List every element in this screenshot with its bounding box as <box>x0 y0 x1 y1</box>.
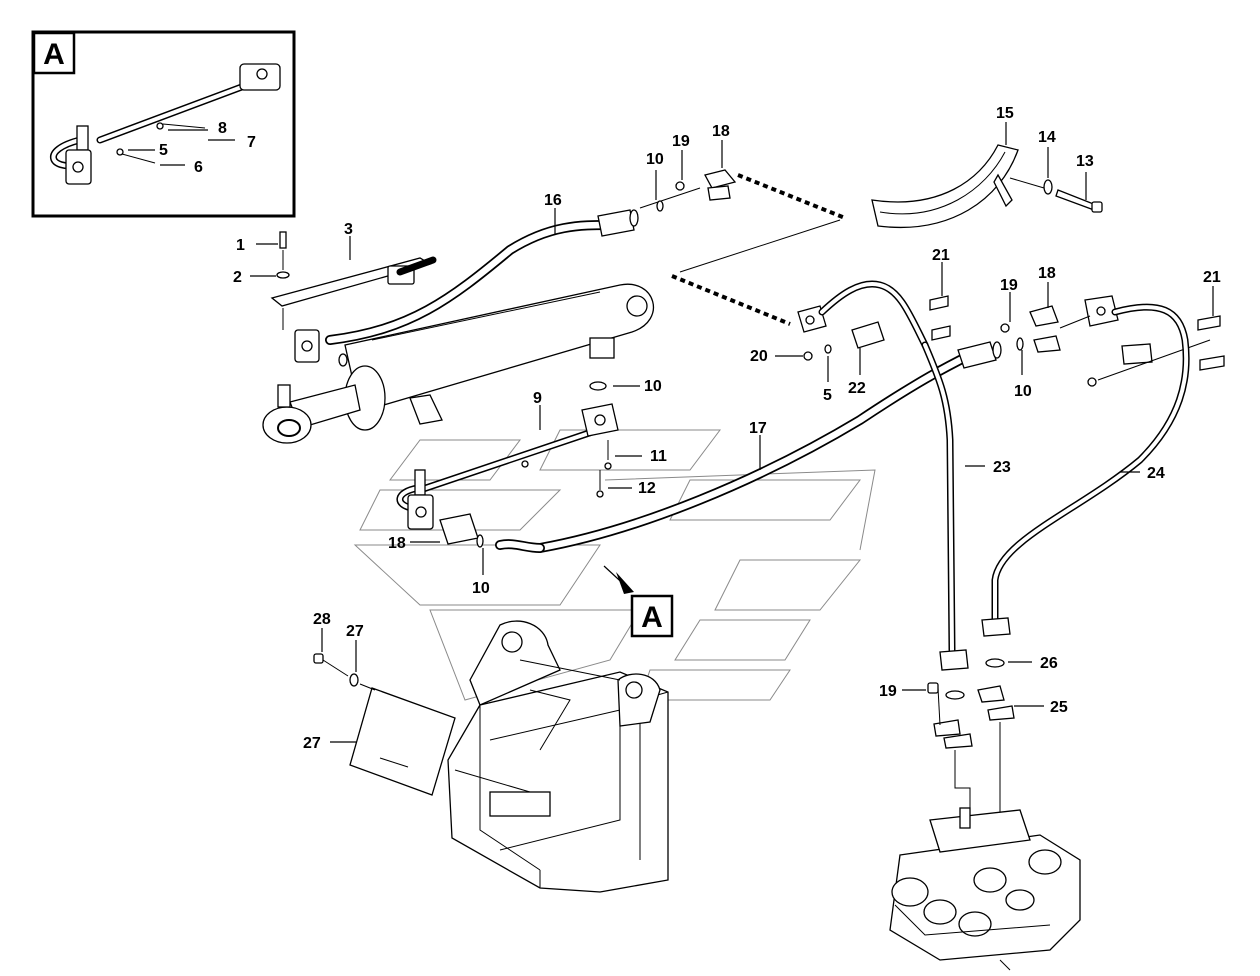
callout-27-top: 27 <box>346 623 364 640</box>
pipe-24 <box>981 303 1190 637</box>
callout-19-right: 19 <box>1000 277 1018 294</box>
callout-21-right: 21 <box>1203 269 1221 286</box>
callout-21-left: 21 <box>932 247 950 264</box>
lower-fittings <box>902 658 1044 850</box>
detail-inset-a: A 8 7 5 6 <box>31 30 296 218</box>
callout-18-top: 18 <box>712 123 730 140</box>
callout-17: 17 <box>749 420 767 437</box>
callout-15: 15 <box>996 105 1014 122</box>
callout-19-top: 19 <box>672 133 690 150</box>
detail-a-pointer: A <box>603 565 674 638</box>
callout-10-lower: 10 <box>472 580 490 597</box>
loader-frame <box>447 620 669 893</box>
callout-24: 24 <box>1147 465 1165 482</box>
callout-10-mid: 10 <box>644 378 662 395</box>
pipe-9 <box>396 381 642 530</box>
callout-7: 7 <box>247 134 256 151</box>
callout-25: 25 <box>1050 699 1068 716</box>
control-valve <box>889 807 1081 971</box>
callout-10-right: 10 <box>1014 383 1032 400</box>
callout-22: 22 <box>848 380 866 397</box>
ghost-background <box>353 429 876 701</box>
callouts: 1 2 3 16 10 19 18 15 14 13 21 19 18 21 2… <box>233 105 1221 752</box>
detail-pointer-letter: A <box>641 601 663 634</box>
callout-5: 5 <box>159 142 168 159</box>
callout-19-lower: 19 <box>879 683 897 700</box>
callout-14: 14 <box>1038 129 1056 146</box>
detail-inset-letter: A <box>43 38 65 71</box>
callout-16: 16 <box>544 192 562 209</box>
cover-plate <box>313 628 456 796</box>
callout-26: 26 <box>1040 655 1058 672</box>
callout-10-top: 10 <box>646 151 664 168</box>
lift-cylinder <box>262 283 654 444</box>
callout-13: 13 <box>1076 153 1094 170</box>
callout-1: 1 <box>236 237 245 254</box>
callout-6: 6 <box>194 159 203 176</box>
callout-2: 2 <box>233 269 242 286</box>
callout-8: 8 <box>218 120 227 137</box>
callout-9: 9 <box>533 390 542 407</box>
pipe-23 <box>921 341 985 671</box>
bracket-15 <box>871 122 1103 228</box>
top-clamp <box>554 140 846 326</box>
callout-3: 3 <box>344 221 353 238</box>
callout-27-plate: 27 <box>303 735 321 752</box>
callout-18-lower: 18 <box>388 535 406 552</box>
callout-20: 20 <box>750 348 768 365</box>
hose-17 <box>410 337 1024 575</box>
callout-23: 23 <box>993 459 1011 476</box>
callout-12: 12 <box>638 480 656 497</box>
callout-18-right: 18 <box>1038 265 1056 282</box>
callout-5-main: 5 <box>823 387 832 404</box>
right-fittings <box>775 262 1225 387</box>
callout-28: 28 <box>313 611 331 628</box>
callout-11: 11 <box>650 448 667 465</box>
hose-16 <box>294 187 701 367</box>
bracket-group <box>250 231 437 330</box>
